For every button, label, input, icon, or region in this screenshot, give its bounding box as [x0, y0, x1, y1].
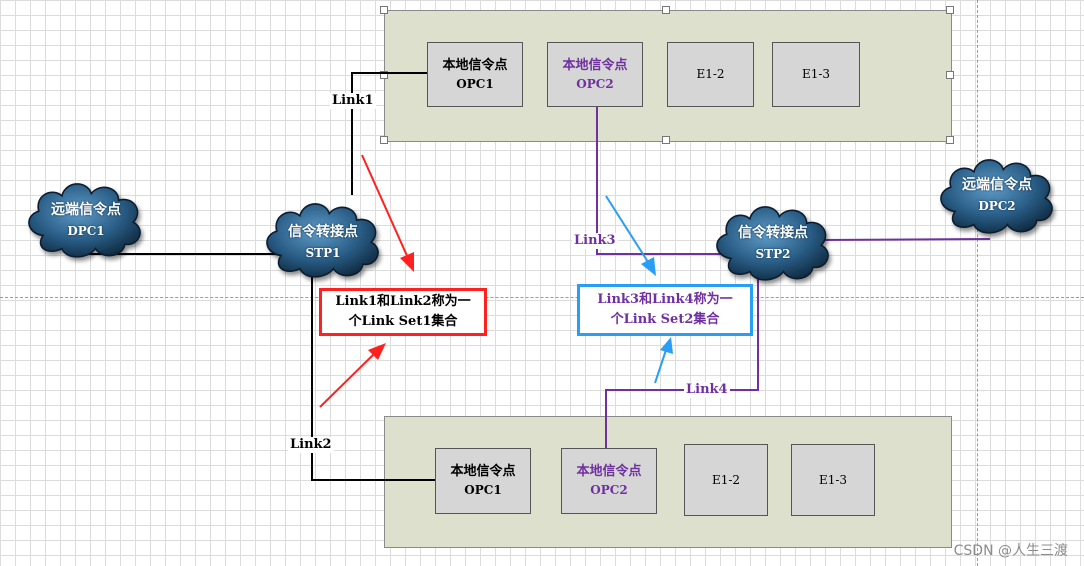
selection-handle[interactable] — [380, 6, 388, 14]
cloud-code: STP1 — [305, 246, 341, 260]
note-line: 个Link Set2集合 — [610, 312, 720, 327]
node-title: E1-3 — [818, 472, 848, 487]
note-line: 个Link Set1集合 — [348, 314, 458, 329]
red-arrow-up-icon — [319, 343, 386, 408]
node-code: OPC1 — [456, 76, 494, 91]
link1-label: Link1 — [330, 93, 376, 109]
node-title: E1-2 — [696, 67, 725, 81]
top-opc1-node[interactable]: 本地信令点 OPC1 — [427, 42, 523, 107]
red-arrow-down-icon — [361, 154, 414, 272]
bottom-opc1-node[interactable]: 本地信令点 OPC1 — [435, 448, 531, 514]
cloud-title: 信令转接点 — [738, 225, 808, 241]
top-e1-3-node[interactable]: E1-3 — [772, 42, 860, 107]
stp1-label: 信令转接点 STP1 — [277, 222, 369, 264]
cloud-code: DPC1 — [67, 224, 105, 238]
link1-line[interactable] — [351, 72, 427, 195]
cloud-title: 远端信令点 — [962, 177, 1032, 193]
node-title: 本地信令点 — [576, 464, 642, 479]
link-set2-note[interactable]: Link3和Link4称为一 个Link Set2集合 — [577, 284, 753, 336]
selection-handle[interactable] — [662, 6, 670, 14]
selection-handle[interactable] — [946, 136, 954, 144]
stp2-dpc2-line[interactable] — [819, 238, 991, 241]
link4-label: Link4 — [684, 382, 730, 398]
page-border-vertical — [977, 0, 978, 566]
bottom-opc2-node[interactable]: 本地信令点 OPC2 — [561, 448, 657, 514]
link3-label: Link3 — [572, 233, 618, 249]
blue-arrow-down-icon — [605, 195, 656, 276]
bottom-e1-2-node[interactable]: E1-2 — [684, 444, 768, 516]
node-code: OPC1 — [464, 483, 502, 497]
note-line: Link1和Link2称为一 — [335, 294, 471, 309]
node-title: E1-2 — [711, 472, 741, 487]
link4-line[interactable] — [605, 272, 759, 448]
dpc1-label: 远端信令点 DPC1 — [40, 200, 132, 242]
selection-handle[interactable] — [946, 6, 954, 14]
bottom-e1-3-node[interactable]: E1-3 — [791, 444, 875, 516]
selection-handle[interactable] — [380, 71, 388, 79]
selection-handle[interactable] — [662, 136, 670, 144]
selection-handle[interactable] — [946, 71, 954, 79]
note-line: Link3和Link4称为一 — [597, 292, 733, 307]
cloud-code: STP2 — [755, 247, 791, 261]
watermark: CSDN @人生三渡 — [953, 543, 1068, 559]
node-title: 本地信令点 — [442, 57, 508, 73]
cloud-title: 远端信令点 — [51, 202, 121, 218]
blue-arrow-up-icon — [654, 337, 673, 384]
node-title: 本地信令点 — [450, 464, 516, 479]
link3-line[interactable] — [596, 107, 740, 255]
selection-handle[interactable] — [380, 136, 388, 144]
cloud-title: 信令转接点 — [288, 224, 358, 240]
node-code: OPC2 — [590, 483, 628, 497]
link2-label: Link2 — [288, 437, 334, 453]
node-code: OPC2 — [576, 76, 614, 91]
cloud-code: DPC2 — [978, 199, 1016, 213]
node-title: E1-3 — [801, 67, 831, 81]
top-opc2-node[interactable]: 本地信令点 OPC2 — [547, 42, 643, 107]
top-e1-2-node[interactable]: E1-2 — [667, 42, 754, 107]
link-set1-note[interactable]: Link1和Link2称为一 个Link Set1集合 — [319, 288, 487, 336]
stp2-label: 信令转接点 STP2 — [727, 223, 819, 265]
dpc2-label: 远端信令点 DPC2 — [951, 175, 1043, 217]
page-border-horizontal — [0, 297, 1084, 298]
node-title: 本地信令点 — [562, 57, 628, 73]
link2-line[interactable] — [311, 268, 435, 481]
